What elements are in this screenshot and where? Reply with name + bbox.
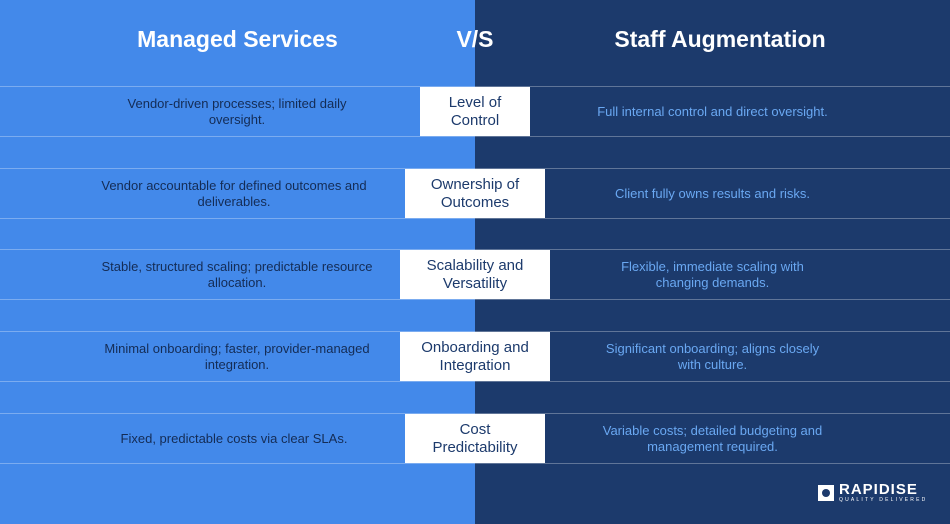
criterion-label: Cost Predictability bbox=[405, 414, 545, 463]
comparison-row: Fixed, predictable costs via clear SLAs.… bbox=[0, 413, 950, 464]
staff-text: Variable costs; detailed budgeting and m… bbox=[602, 422, 823, 454]
comparison-row: Stable, structured scaling; predictable … bbox=[0, 249, 950, 300]
vs-heading: V/S bbox=[456, 26, 494, 52]
managed-services-heading: Managed Services bbox=[137, 26, 338, 52]
staff-augmentation-heading: Staff Augmentation bbox=[614, 26, 826, 52]
logo-name: RAPIDISE bbox=[839, 481, 918, 498]
managed-services-panel bbox=[0, 0, 475, 524]
managed-text: Vendor-driven processes; limited daily o… bbox=[127, 95, 347, 127]
criterion-label: Scalability and Versatility bbox=[400, 250, 550, 299]
criterion-label: Ownership of Outcomes bbox=[405, 169, 545, 218]
managed-text: Fixed, predictable costs via clear SLAs. bbox=[120, 430, 348, 446]
staff-text: Significant onboarding; aligns closely w… bbox=[605, 340, 820, 372]
comparison-row: Minimal onboarding; faster, provider-man… bbox=[0, 331, 950, 382]
managed-text: Minimal onboarding; faster, provider-man… bbox=[104, 340, 370, 372]
comparison-row: Vendor accountable for defined outcomes … bbox=[0, 168, 950, 219]
managed-text: Stable, structured scaling; predictable … bbox=[101, 258, 373, 290]
logo-mark-icon bbox=[818, 485, 834, 501]
staff-augmentation-panel bbox=[475, 0, 950, 524]
staff-text: Flexible, immediate scaling with changin… bbox=[621, 258, 804, 290]
staff-text: Full internal control and direct oversig… bbox=[597, 103, 828, 119]
staff-text: Client fully owns results and risks. bbox=[614, 185, 811, 201]
criterion-label: Level of Control bbox=[420, 87, 530, 136]
logo-tagline: QUALITY DELIVERED bbox=[839, 497, 928, 503]
comparison-row: Vendor-driven processes; limited daily o… bbox=[0, 86, 950, 137]
rapidise-logo: RAPIDISE QUALITY DELIVERED bbox=[818, 481, 928, 503]
managed-text: Vendor accountable for defined outcomes … bbox=[101, 177, 367, 209]
criterion-label: Onboarding and Integration bbox=[400, 332, 550, 381]
